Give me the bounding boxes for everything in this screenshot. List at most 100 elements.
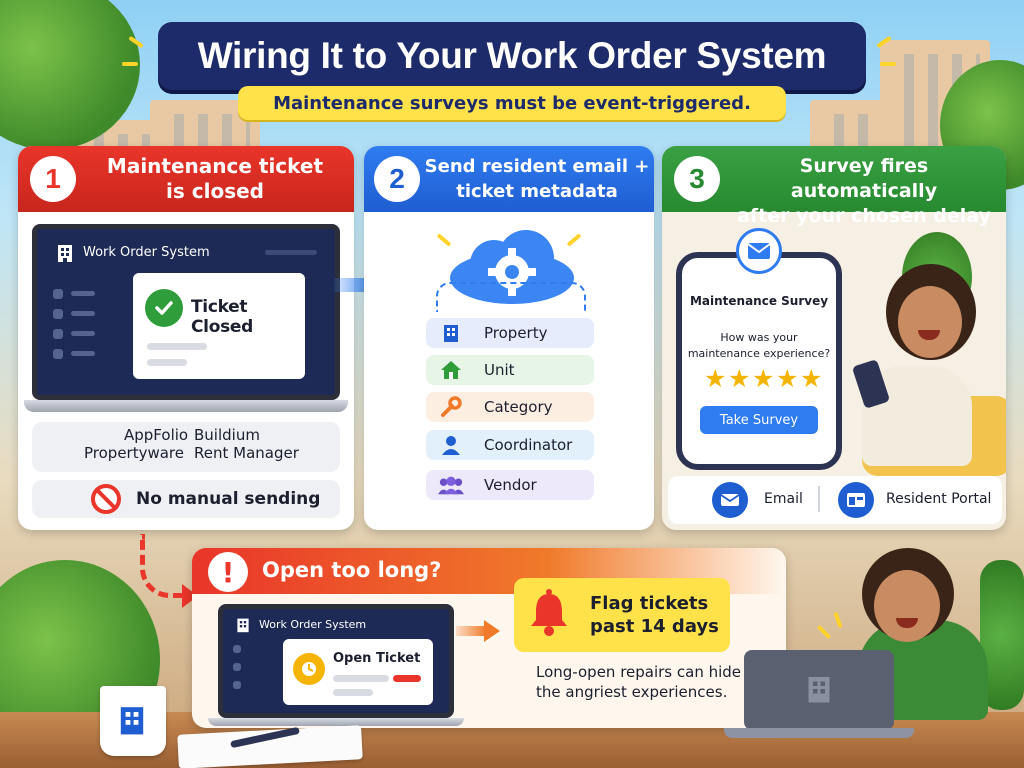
clock-icon — [293, 653, 325, 685]
step-1-heading: Maintenance ticket is closed — [106, 154, 324, 203]
laptop-screen: Work Order System Open Ticket — [218, 604, 454, 718]
divider — [818, 486, 820, 512]
sidebar-item — [53, 289, 63, 299]
open-ticket-status: Open Ticket — [333, 651, 421, 666]
building-icon — [55, 243, 75, 267]
sidebar-item — [71, 291, 95, 296]
ticket-status: Ticket Closed — [191, 297, 253, 337]
metadata-label: Property — [484, 324, 548, 342]
home-icon — [438, 359, 464, 381]
survey-question: How was your maintenance experience? — [687, 331, 831, 360]
worker-smile — [896, 618, 918, 628]
step-3-heading: Survey fires automatically after your ch… — [737, 155, 991, 227]
resident-smile — [918, 330, 940, 340]
star-icon[interactable]: ★ — [752, 364, 775, 393]
sidebar-item — [233, 645, 241, 653]
system-appfolio: AppFolio — [124, 426, 189, 444]
metadata-label: Vendor — [484, 476, 537, 494]
system-buildium: Buildium — [194, 426, 260, 444]
systems-box — [32, 422, 340, 472]
metadata-label: Unit — [484, 361, 515, 379]
survey-title: Maintenance Survey — [689, 294, 829, 308]
alert-arrow — [456, 626, 486, 636]
laptop-base — [208, 718, 464, 726]
sparkle-icon — [833, 611, 843, 629]
building-icon — [438, 322, 464, 344]
step-2-number: 2 — [374, 156, 420, 202]
text-placeholder — [333, 675, 389, 682]
subtitle-banner: Maintenance surveys must be event-trigge… — [238, 86, 786, 120]
star-icon[interactable]: ★ — [704, 364, 727, 393]
sidebar-item — [53, 329, 63, 339]
metadata-label: Coordinator — [484, 436, 573, 454]
channel-email: Email — [764, 491, 803, 507]
sidebar-item — [233, 681, 241, 689]
flag-text: Flag tickets past 14 days — [590, 593, 719, 637]
sidebar-item — [71, 311, 95, 316]
metadata-label: Category — [484, 398, 553, 416]
wrench-icon — [438, 396, 464, 418]
app-title: Work Order System — [83, 245, 210, 260]
alert-icon: ! — [208, 552, 248, 592]
page-title: Wiring It to Your Work Order System — [197, 35, 827, 76]
worker-head — [874, 570, 940, 642]
overdue-bar — [393, 675, 421, 682]
channel-portal: Resident Portal — [886, 491, 992, 507]
check-icon — [145, 289, 183, 327]
bell-icon — [526, 588, 572, 642]
cloud-gear-icon — [442, 228, 582, 312]
system-rent-manager: Rent Manager — [194, 444, 299, 462]
sparkle-icon — [816, 624, 832, 640]
star-icon[interactable]: ★ — [800, 364, 823, 393]
email-channel-icon — [712, 482, 748, 518]
sidebar-item — [71, 351, 95, 356]
laptop-building-icon — [804, 674, 834, 708]
alert-arrow-head — [484, 620, 500, 642]
star-icon[interactable]: ★ — [776, 364, 799, 393]
portal-icon — [838, 482, 874, 518]
worker-laptop — [744, 650, 894, 730]
survey-phone: Maintenance Survey How was your maintena… — [676, 228, 842, 470]
step-1-number: 1 — [30, 156, 76, 202]
title-banner: Wiring It to Your Work Order System — [158, 22, 866, 90]
no-entry-icon — [90, 483, 122, 519]
step-3-header: 3 Survey fires automatically after your … — [662, 146, 1006, 227]
alert-heading: Open too long? — [262, 558, 442, 582]
sidebar-item — [53, 309, 63, 319]
ticket-card[interactable]: Ticket Closed — [133, 273, 305, 379]
app-title: Work Order System — [259, 618, 367, 631]
star-icon[interactable]: ★ — [728, 364, 751, 393]
step-3-number: 3 — [674, 156, 720, 202]
metadata-vendor: Vendor — [426, 470, 594, 500]
alert-note: Long-open repairs can hide the angriest … — [536, 663, 742, 701]
open-ticket-card[interactable]: Open Ticket — [283, 639, 433, 705]
phone-in-hand — [851, 359, 891, 409]
mug-building-icon — [116, 704, 148, 740]
laptop-screen: Work Order System Ticket Closed — [32, 224, 340, 400]
laptop-base — [24, 400, 348, 412]
building-icon — [235, 617, 251, 637]
text-placeholder — [147, 343, 207, 350]
step-1-panel: 1 Maintenance ticket is closed Work Orde… — [18, 146, 354, 530]
sidebar-item — [233, 663, 241, 671]
worker-laptop-base — [724, 728, 914, 738]
text-placeholder — [147, 359, 187, 366]
system-propertyware: Propertyware — [84, 444, 184, 462]
sparkle-icon — [122, 62, 138, 66]
dashed-arrow — [140, 534, 184, 598]
sidebar-item — [53, 349, 63, 359]
group-icon — [438, 474, 464, 496]
warning-box — [32, 480, 340, 518]
metadata-unit: Unit — [426, 355, 594, 385]
coffee-mug — [100, 686, 166, 756]
step-2-header: 2 Send resident email + ticket metadata — [364, 146, 654, 212]
person-icon — [438, 434, 464, 456]
take-survey-button[interactable]: Take Survey — [700, 406, 818, 434]
connector-line — [436, 282, 586, 312]
warning-text: No manual sending — [136, 489, 321, 509]
window-control — [265, 250, 317, 255]
sparkle-icon — [880, 62, 896, 66]
metadata-property: Property — [426, 318, 594, 348]
take-survey-label: Take Survey — [719, 412, 799, 428]
resident-head — [898, 286, 962, 358]
